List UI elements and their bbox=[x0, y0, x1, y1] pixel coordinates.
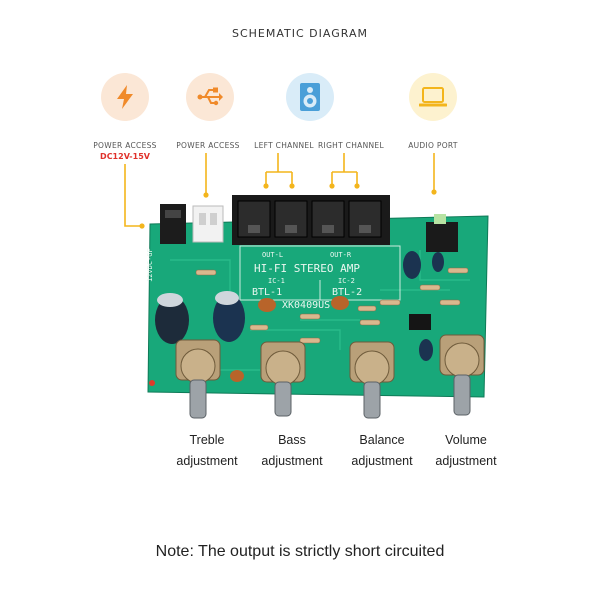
balance-caption-line1: Balance bbox=[359, 433, 405, 447]
treble-caption-line1: Treble bbox=[189, 433, 225, 447]
note-text: Note: The output is strictly short circu… bbox=[155, 543, 445, 560]
potentiometers bbox=[175, 334, 485, 419]
leader-lines bbox=[124, 153, 435, 227]
volume-pot bbox=[439, 334, 485, 416]
ic1-silk: IC-1 bbox=[268, 277, 285, 285]
power-dc-leader bbox=[124, 164, 142, 227]
volume-caption-line2: adjustment bbox=[435, 454, 497, 468]
right-channel-leader bbox=[331, 153, 358, 186]
power-dc-label: POWER ACCESS bbox=[93, 141, 157, 150]
capacitors bbox=[155, 251, 444, 382]
audio-jack bbox=[426, 222, 458, 252]
speaker-icon-circle bbox=[286, 73, 334, 121]
power-dc-voltage: DC12V-15V bbox=[100, 152, 150, 161]
speaker-icon bbox=[300, 83, 320, 111]
laptop-icon-circle bbox=[409, 73, 457, 121]
treble-caption-line2: adjustment bbox=[176, 454, 238, 468]
lightning-icon bbox=[117, 85, 133, 109]
laptop-icon bbox=[419, 87, 447, 107]
resistors bbox=[195, 267, 469, 344]
treble-pot bbox=[175, 339, 221, 419]
btl1-silk: BTL-1 bbox=[252, 287, 282, 298]
ic-chip bbox=[409, 314, 431, 330]
out-r-silk: OUT-R bbox=[330, 251, 352, 259]
power-usb-label: POWER ACCESS bbox=[176, 141, 240, 150]
model-silk: XK0409US bbox=[282, 300, 330, 311]
bass-caption-line1: Bass bbox=[278, 433, 306, 447]
balance-pot bbox=[349, 341, 395, 419]
leader-dots bbox=[139, 183, 437, 229]
bass-pot bbox=[260, 341, 306, 417]
board-silk-title: HI-FI STEREO AMP bbox=[254, 262, 360, 275]
right-channel-label: RIGHT CHANNEL bbox=[318, 141, 384, 150]
bass-caption: Bass adjustment bbox=[247, 430, 337, 472]
bass-caption-line2: adjustment bbox=[261, 454, 323, 468]
usb-icon bbox=[197, 87, 223, 106]
volume-caption-line1: Volume bbox=[445, 433, 487, 447]
audio-port-label: AUDIO PORT bbox=[408, 141, 458, 150]
btl2-silk: BTL-2 bbox=[332, 287, 362, 298]
power-dc-icon-circle bbox=[101, 73, 149, 121]
ic2-silk: IC-2 bbox=[338, 277, 355, 285]
speaker-terminals bbox=[232, 195, 390, 245]
power-led bbox=[149, 380, 155, 386]
side-silk: 12VDC-GF bbox=[146, 248, 154, 282]
left-channel-leader bbox=[265, 153, 293, 186]
balance-caption-line2: adjustment bbox=[351, 454, 413, 468]
diagram-title: SCHEMATIC DIAGRAM bbox=[232, 27, 368, 40]
power-usb-icon-circle bbox=[186, 73, 234, 121]
left-channel-label: LEFT CHANNEL bbox=[254, 141, 314, 150]
white-connector bbox=[192, 205, 224, 243]
balance-caption: Balance adjustment bbox=[337, 430, 427, 472]
out-l-silk: OUT-L bbox=[262, 251, 283, 259]
volume-caption: Volume adjustment bbox=[421, 430, 511, 472]
treble-caption: Treble adjustment bbox=[162, 430, 252, 472]
